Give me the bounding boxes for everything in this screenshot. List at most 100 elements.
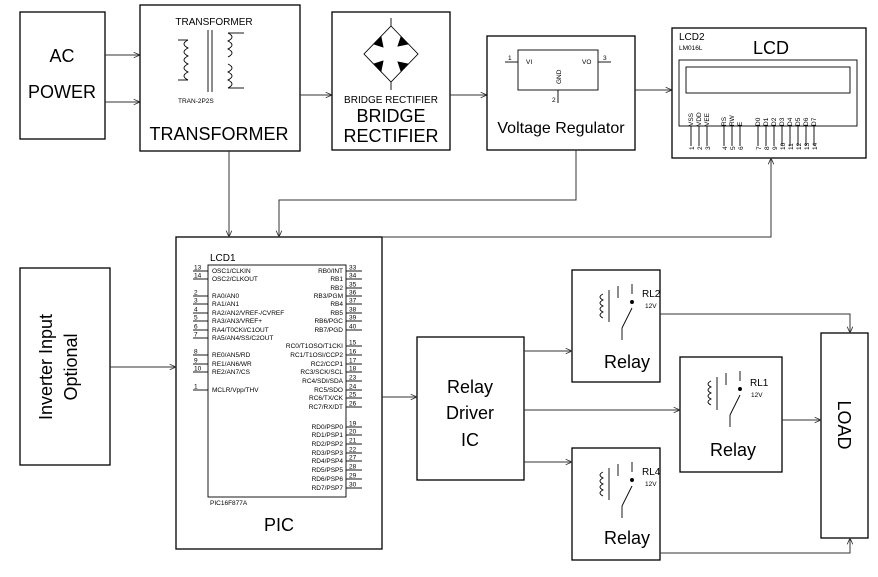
relay-rl4-block: RL4 12V Relay [571, 447, 661, 561]
pic-right-pin-name: RC4/SDI/SDA [302, 378, 343, 385]
pic-left-pin-number: 4 [194, 307, 198, 314]
regulator-pin-vi: VI [526, 59, 532, 66]
lcd-pin-name: VDD [696, 112, 703, 126]
transformer-symbol [178, 30, 244, 92]
transformer-top-label: TRANSFORMER [175, 17, 252, 28]
bridge-line1: BRIDGE [356, 106, 425, 126]
pic-left-pin-name: RA1/AN1 [212, 301, 239, 308]
lcd-model: LM016L [679, 45, 703, 52]
lcd-pin-name: RS [721, 116, 728, 126]
inverter-line2: Optional [61, 333, 81, 400]
pic-left-pin-name: MCLR/Vpp/THV [212, 387, 259, 394]
load-block: LOAD [820, 332, 869, 539]
lcd-pin-name: D7 [811, 117, 818, 126]
bridge-diode-symbol [363, 18, 419, 90]
pic-right-pin-number: 25 [349, 392, 357, 399]
lcd-pin-number: 3 [705, 146, 712, 150]
relay-rl2-caption: Relay [604, 352, 650, 372]
pic-right-pin-name: RC2/CCP1 [311, 361, 344, 368]
pic-right-pin-name: RD2/PSP2 [312, 441, 344, 448]
lcd-pin-number: 2 [697, 146, 704, 150]
lcd-pin-number: 6 [738, 146, 745, 150]
transformer-block: TRANSFORMER TRAN-2P2S TRANSFORMER [139, 4, 301, 152]
pic-right-pin-number: 30 [349, 482, 357, 489]
lcd-pin-name: D1 [763, 117, 770, 126]
lcd-pin-number: 9 [772, 146, 779, 150]
wire-regulator-pic [279, 150, 577, 237]
lcd-pin-number: 10 [780, 142, 787, 150]
pic-right-pin-number: 28 [349, 464, 357, 471]
lcd-pin-name: D3 [779, 117, 786, 126]
inverter-line1: Inverter Input [36, 314, 56, 420]
pic-left-pin-name: RA5/AN4/SS/C2OUT [212, 335, 273, 342]
pic-right-pin-number: 29 [349, 473, 357, 480]
wire-rl4-load [660, 538, 850, 554]
relay-rl2-block: RL2 12V Relay [571, 269, 661, 383]
lcd-pin-name: D6 [803, 117, 810, 126]
relay-rl1-block: RL1 12V Relay [679, 356, 783, 473]
bridge-rectifier-block: BRIDGE RECTIFIER BRIDGE RECTIFIER [331, 11, 451, 151]
relay-rl4-caption: Relay [604, 528, 650, 548]
relay-rl2-ref: RL2 [642, 289, 661, 300]
lcd-pin-name: D5 [795, 117, 802, 126]
relay-driver-line3: IC [461, 430, 479, 450]
pic-right-pin-number: 17 [349, 358, 357, 365]
pic-right-pin-number: 36 [349, 290, 357, 297]
lcd-pin-number: 8 [764, 146, 771, 150]
pic-right-pin-number: 27 [349, 455, 357, 462]
pic-left-pin-number: 1 [194, 384, 198, 391]
pic-right-pin-number: 38 [349, 307, 357, 314]
pic-right-pin-name: RD1/PSP1 [312, 432, 344, 439]
pic-left-pin-name: RE0/AN5/RD [212, 352, 251, 359]
pic-right-pin-number: 22 [349, 447, 357, 454]
pic-part: PIC16F877A [210, 500, 248, 507]
relay-rl1-voltage: 12V [751, 392, 763, 399]
pic-right-pin-name: RD7/PSP7 [312, 485, 344, 492]
ac-power-line1: AC [49, 46, 74, 66]
pic-left-pin-number: 3 [194, 298, 198, 305]
relay-driver-block: Relay Driver IC [416, 336, 525, 481]
lcd-title: LCD [753, 38, 789, 58]
relay-driver-line1: Relay [447, 377, 493, 397]
pic-right-pin-name: RD0/PSP0 [312, 424, 344, 431]
lcd-pin-number: 7 [756, 146, 763, 150]
pic-right-pin-name: RB2 [330, 285, 343, 292]
pic-right-pin-number: 20 [349, 429, 357, 436]
ac-power-line2: POWER [28, 82, 96, 102]
pic-right-pin-name: RB5 [330, 310, 343, 317]
pic-right-pin-name: RD6/PSP6 [312, 476, 344, 483]
pic-right-pin-name: RC3/SCK/SCL [300, 369, 343, 376]
pic-left-pin-number: 9 [194, 358, 198, 365]
lcd-pin-name: D4 [787, 117, 794, 126]
load-label: LOAD [834, 400, 854, 449]
bridge-line2: RECTIFIER [343, 126, 438, 146]
relay-rl4-voltage: 12V [645, 481, 657, 488]
lcd-pin-name: VEE [704, 112, 711, 126]
pic-right-pin-number: 18 [349, 366, 357, 373]
lcd-pin-name: E [737, 121, 744, 126]
regulator-pin1-number: 1 [508, 55, 512, 62]
pic-left-pin-number: 2 [194, 290, 198, 297]
pic-left-pin-name: RA2/AN2/VREF-/CVREF [212, 310, 284, 317]
pic-left-pin-number: 10 [194, 366, 202, 373]
pic-right-pin-name: RC5/SDO [314, 387, 343, 394]
pic-left-pin-number: 7 [194, 332, 198, 339]
lcd-pin-number: 5 [730, 146, 737, 150]
regulator-caption: Voltage Regulator [497, 120, 625, 137]
pic-left-pin-name: RA0/AN0 [212, 293, 239, 300]
pic-right-pin-name: RC1/T1OSI/CCP2 [290, 352, 343, 359]
relay-rl1-caption: Relay [710, 440, 756, 460]
regulator-pin-gnd: GND [556, 69, 563, 84]
pic-caption: PIC [264, 515, 294, 535]
lcd-pin-name: D2 [771, 117, 778, 126]
pic-right-pin-name: RB3/PGM [314, 293, 343, 300]
pic-right-pin-name: RB6/PGC [314, 318, 343, 325]
pic-right-pin-number: 37 [349, 298, 357, 305]
pic-right-pin-name: RD5/PSP5 [312, 467, 344, 474]
voltage-regulator-block: VI VO GND 1 2 3 Voltage Regulator [486, 35, 636, 151]
pic-left-pin-name: OSC2/CLKOUT [212, 276, 258, 283]
pic-right-pin-number: 39 [349, 315, 357, 322]
pic-right-pin-name: RB0/INT [318, 268, 343, 275]
